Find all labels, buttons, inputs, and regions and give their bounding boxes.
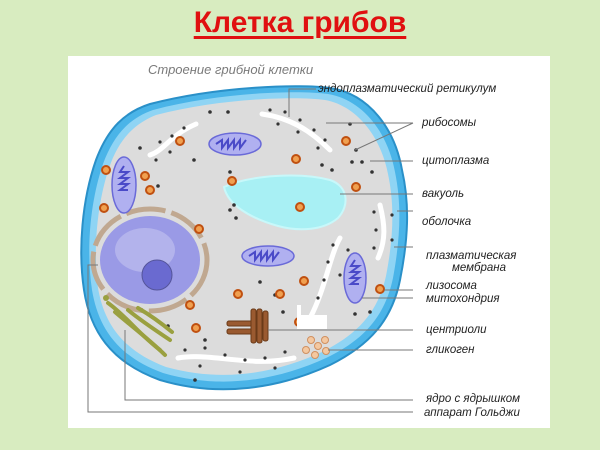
label-plasma-membrane-2: мембрана: [452, 262, 507, 274]
nucleolus: [141, 259, 173, 291]
glycogen: [302, 336, 330, 359]
label-mitochondria: митохондрия: [426, 293, 500, 305]
label-nucleus: ядро с ядрышком: [426, 393, 521, 405]
label-cell-wall: оболочка: [422, 216, 472, 228]
golgi-apparatus: [106, 301, 174, 357]
centrioles: [226, 308, 269, 344]
lysosomes: [99, 136, 385, 333]
endoplasmic-reticulum: [147, 111, 387, 364]
label-plasma-membrane-1: плазматическая: [426, 250, 517, 262]
label-ribosomes: рибосомы: [422, 117, 477, 129]
label-vacuole: вакуоль: [422, 188, 465, 200]
label-cytoplasm: цитоплазма: [422, 155, 490, 167]
label-glycogen: гликоген: [426, 344, 475, 356]
page-title: Клетка грибов: [0, 6, 600, 40]
label-lysosome: лизосома: [426, 280, 477, 292]
vacuole: [222, 174, 347, 231]
label-golgi: аппарат Гольджи: [424, 407, 520, 419]
label-centrioles: центриоли: [426, 324, 487, 336]
title-text: Клетка грибов: [193, 6, 407, 39]
diagram-subtitle: Строение грибной клетки: [148, 62, 314, 77]
label-er: эндоплазматический ретикулум: [318, 83, 497, 95]
